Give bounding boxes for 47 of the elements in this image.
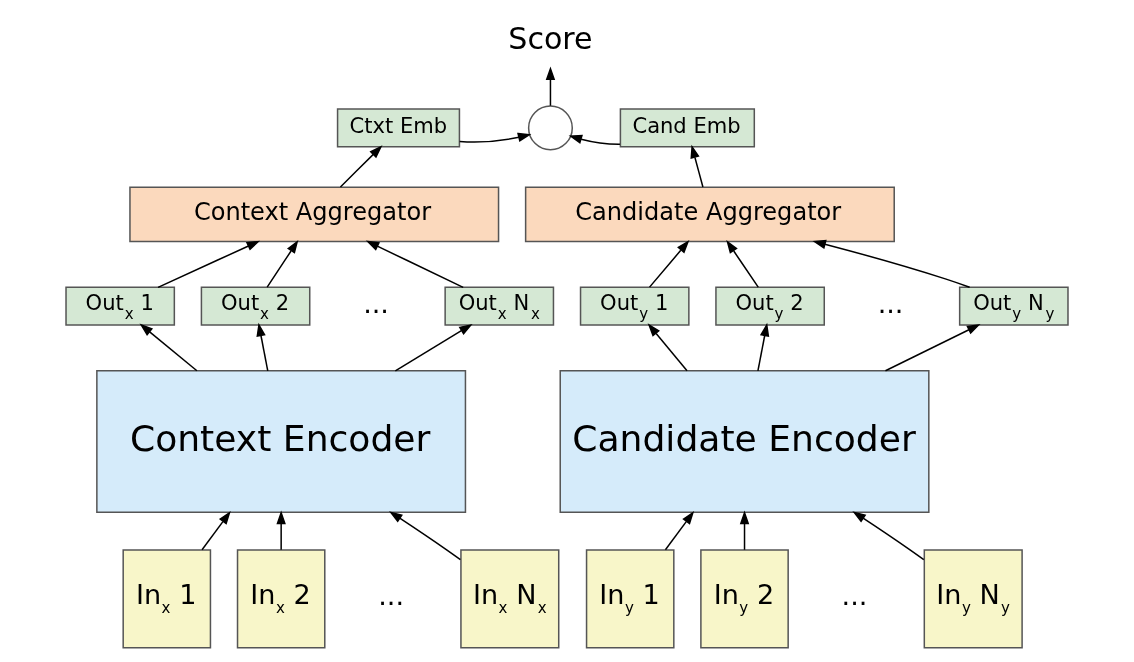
label: ...	[877, 287, 904, 319]
arrow	[852, 511, 925, 561]
node-box: Context Aggregator	[129, 186, 500, 243]
label: ...	[841, 580, 868, 612]
node-text: Score	[508, 20, 593, 56]
arrow	[266, 239, 299, 288]
arrow	[568, 134, 621, 145]
node-box: Out$_{x}$ 1	[65, 286, 176, 326]
node-box: In$_{y}$ N$_{y}$	[923, 549, 1023, 649]
arrow	[726, 239, 759, 288]
node-box: Out$_{y}$ 2	[715, 286, 825, 326]
arrow	[256, 322, 269, 372]
arrow	[884, 324, 981, 372]
label: ...	[363, 287, 389, 319]
node-box: Context Encoder	[96, 370, 467, 514]
node-box: Ctxt Emb	[336, 108, 461, 148]
arrow	[812, 239, 971, 288]
arrow	[757, 322, 770, 372]
node-box: In$_{x}$ 2	[236, 549, 326, 649]
node-box: In$_{x}$ 1	[122, 549, 212, 649]
node-box: Candidate Aggregator	[524, 186, 895, 243]
arrow	[690, 144, 704, 188]
node-box: Out$_{x}$ 2	[200, 286, 311, 326]
arrow	[276, 510, 286, 551]
arrow	[648, 240, 690, 288]
arrow	[647, 323, 688, 372]
node-box: Out$_{y}$ N$_{y}$	[958, 286, 1069, 326]
arrow	[389, 511, 462, 561]
node-circle	[527, 105, 573, 151]
arrow	[664, 511, 695, 551]
arrow	[458, 132, 532, 143]
node-box: Candidate Encoder	[559, 370, 930, 514]
arrow	[201, 511, 231, 551]
arrow	[739, 510, 750, 551]
arrow	[545, 66, 556, 107]
label: ...	[378, 580, 405, 612]
arrow	[339, 145, 383, 188]
node-box: In$_{y}$ 2	[700, 549, 789, 649]
node-box: Cand Emb	[619, 108, 756, 148]
arrow	[394, 323, 473, 372]
node-box: Out$_{x}$ N$_{x}$	[444, 286, 555, 326]
arrow	[139, 323, 198, 372]
node-box: Out$_{y}$ 1	[579, 286, 690, 326]
arrow	[365, 240, 464, 289]
arrow	[157, 240, 261, 289]
node-box: In$_{y}$ 1	[585, 549, 675, 649]
node-box: In$_{x}$ N$_{x}$	[460, 549, 560, 649]
